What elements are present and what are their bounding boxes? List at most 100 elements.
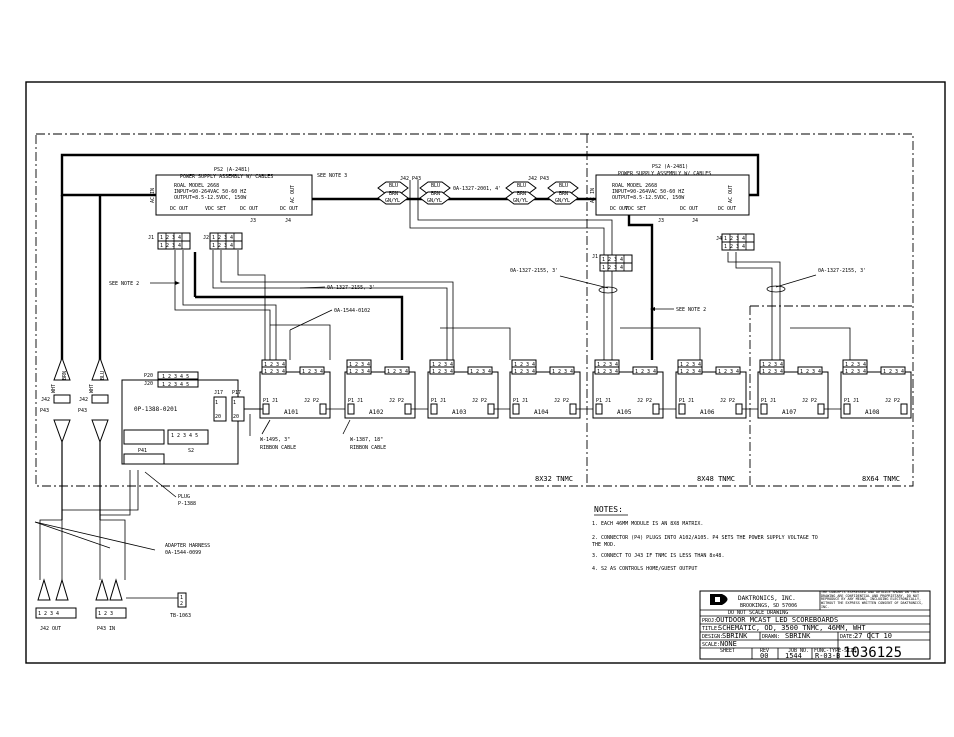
svg-text:0A-1327-2155, 3': 0A-1327-2155, 3'	[818, 268, 866, 274]
ps-left-port: DC OUT	[240, 206, 258, 212]
plug-label: PLUG P-1388	[144, 471, 196, 507]
module-label: A105	[617, 409, 632, 416]
svg-text:J3: J3	[658, 218, 664, 224]
svg-text:W-1387, 18": W-1387, 18"	[350, 437, 383, 443]
svg-text:BLU: BLU	[100, 371, 106, 380]
ps-left-port: DC OUT	[170, 206, 188, 212]
section-label-8x48: 8X48 TNMC	[697, 475, 735, 483]
svg-text:TITLE:: TITLE:	[702, 626, 720, 632]
ps-left-title: PS2 (A-2481)	[214, 167, 250, 173]
svg-text:0A-1544-0102: 0A-1544-0102	[334, 308, 370, 314]
svg-text:J20: J20	[144, 381, 153, 387]
module-plug-label: P1 J1	[263, 398, 278, 404]
module-plug-label: J2 P2	[389, 398, 404, 404]
svg-text:NONE: NONE	[720, 640, 737, 648]
svg-text:DC OUT: DC OUT	[610, 206, 628, 212]
svg-text:1 2 3 4: 1 2 3 4	[160, 243, 181, 249]
svg-text:BRN: BRN	[517, 191, 526, 197]
note-2-cont: THE MOD.	[592, 542, 616, 548]
module-plug-label: P1 J1	[348, 398, 363, 404]
svg-text:SCALE:: SCALE:	[702, 642, 720, 648]
module-plug-label: P1 J1	[513, 398, 528, 404]
svg-text:P17: P17	[232, 390, 241, 396]
svg-text:1: 1	[180, 595, 183, 601]
note-2: 2. CONNECTOR (P4) PLUGS INTO A102/A105. …	[592, 535, 818, 541]
p43-in-label: P43 IN	[97, 626, 115, 632]
ps-left-jack: J3	[250, 218, 256, 224]
terminal-block-j1-right: 1 2 3 41 2 3 4	[599, 254, 633, 272]
module-plug-label: P1 J1	[679, 398, 694, 404]
svg-text:GN/YL: GN/YL	[555, 198, 570, 204]
ps-left-port: DC OUT	[280, 206, 298, 212]
svg-text:DC OUT: DC OUT	[718, 206, 736, 212]
svg-text:WHT: WHT	[51, 384, 57, 393]
svg-text:J42: J42	[79, 397, 88, 403]
note-1: 1. EACH 46MM MODULE IS AN 8X8 MATRIX.	[592, 521, 703, 527]
svg-text:P-1388: P-1388	[178, 501, 196, 507]
svg-text:W-1495, 3": W-1495, 3"	[260, 437, 290, 443]
svg-text:1: 1	[215, 400, 218, 406]
see-note-3: SEE NOTE 3	[317, 173, 347, 179]
terminal-block-j2-left: 1 2 3 41 2 3 4	[209, 232, 243, 250]
harness-label: J42 P43	[400, 176, 421, 182]
module-plug-label: P1 J1	[596, 398, 611, 404]
svg-text:SBRINK: SBRINK	[785, 632, 811, 640]
svg-text:1 2 3 4: 1 2 3 4	[762, 369, 783, 375]
module-plug-label: P1 J1	[844, 398, 859, 404]
svg-text:P43: P43	[78, 408, 87, 414]
svg-text:FUNC-TYPE-SIZE: FUNC-TYPE-SIZE	[814, 648, 856, 654]
ps-left-jack: J4	[285, 218, 291, 224]
module-label: A108	[865, 409, 880, 416]
ps-left-jack: J2	[203, 235, 209, 241]
svg-text:1 2 3 4: 1 2 3 4	[514, 369, 535, 375]
notes-block: NOTES: 1. EACH 46MM MODULE IS AN 8X8 MAT…	[592, 505, 818, 572]
svg-text:SBRINK: SBRINK	[722, 632, 748, 640]
svg-text:1 2 3 4: 1 2 3 4	[264, 369, 285, 375]
module-label: A106	[700, 409, 715, 416]
svg-text:0A-1544-0099: 0A-1544-0099	[165, 550, 201, 556]
svg-text:GN/YL: GN/YL	[427, 198, 442, 204]
module-label: A104	[534, 409, 549, 416]
svg-text:P41: P41	[138, 448, 147, 454]
svg-text:BLU: BLU	[559, 183, 568, 189]
svg-text:BRN: BRN	[431, 191, 440, 197]
title-block: DAKTRONICS, INC. BROOKINGS, SD 57006 DO …	[699, 590, 931, 661]
svg-text:BROOKINGS, SD 57006: BROOKINGS, SD 57006	[740, 603, 797, 609]
module-label: A107	[782, 409, 797, 416]
svg-text:GN/YL: GN/YL	[385, 198, 400, 204]
svg-text:1 2 3 4: 1 2 3 4	[602, 265, 623, 271]
cable-labels: SEE NOTE 2 0A-1327-2155, 3' 0A-1544-0102…	[109, 268, 866, 331]
svg-text:1 2 3 4: 1 2 3 4	[762, 362, 783, 368]
svg-text:1 2 3 4: 1 2 3 4	[212, 243, 233, 249]
svg-text:POWER SUPPLY ASSEMBLY W/ CABLE: POWER SUPPLY ASSEMBLY W/ CABLES	[618, 171, 711, 177]
svg-text:P43: P43	[40, 408, 49, 414]
svg-text:SHEET: SHEET	[720, 648, 735, 654]
svg-text:1544: 1544	[785, 652, 802, 660]
svg-text:R-03-B: R-03-B	[815, 652, 840, 660]
svg-text:1 2 3 4: 1 2 3 4	[514, 362, 535, 368]
svg-text:1 2 3 4: 1 2 3 4	[718, 369, 739, 375]
svg-text:1 2 3 4: 1 2 3 4	[349, 362, 370, 368]
svg-text:WHT: WHT	[89, 384, 95, 393]
svg-text:S2: S2	[188, 448, 194, 454]
sheet-border	[25, 81, 946, 664]
svg-text:RIBBON CABLE: RIBBON CABLE	[350, 445, 386, 451]
controller-name: 0P-1388-0201	[134, 406, 178, 413]
svg-text:1 2 3: 1 2 3	[98, 611, 113, 617]
svg-text:BRN: BRN	[62, 371, 68, 380]
svg-text:1 2 3 4 5: 1 2 3 4 5	[162, 374, 189, 380]
module-label: A102	[369, 409, 384, 416]
assembly-outline	[35, 133, 914, 487]
svg-text:AC IN: AC IN	[590, 188, 596, 203]
svg-text:DATE:: DATE:	[840, 634, 855, 640]
ribbon-labels: W-1495, 3" RIBBON CABLE W-1387, 18" RIBB…	[260, 419, 386, 451]
svg-text:2: 2	[180, 601, 183, 607]
drawing-title: SCHEMATIC, OD, 3500 TNMC, 46MM, WHT	[718, 624, 866, 632]
section-label-8x64: 8X64 TNMC	[862, 475, 900, 483]
svg-text:J1: J1	[592, 254, 598, 260]
